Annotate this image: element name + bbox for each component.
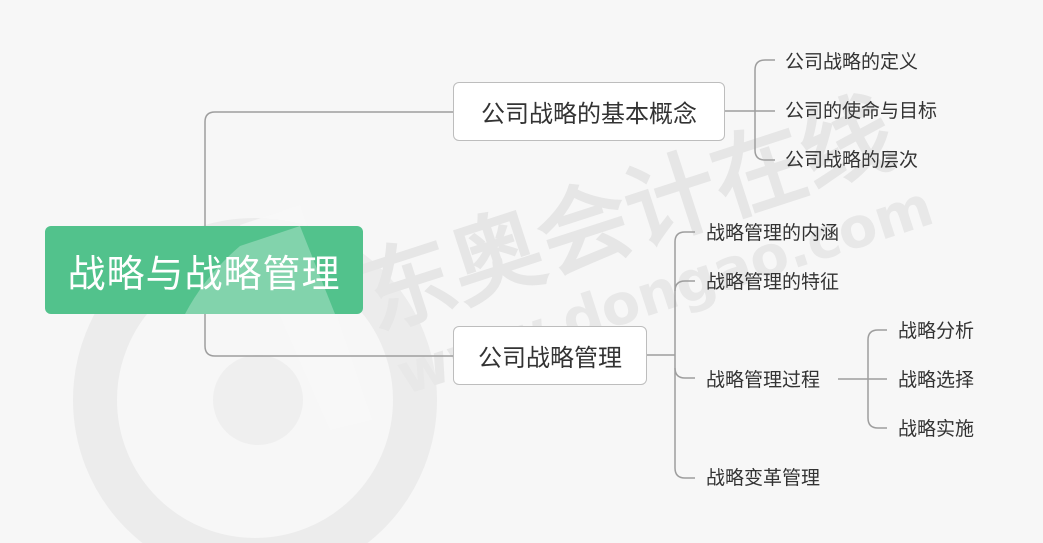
leaf-label: 战略选择 [898,368,975,391]
leaf-label: 战略分析 [898,319,975,342]
branch-node-strategic-management[interactable]: 公司战略管理 [453,326,647,385]
leaf-node[interactable]: 公司的使命与目标 [785,94,937,124]
leaf-label: 公司战略的定义 [785,50,919,73]
leaf-node[interactable]: 战略管理的特征 [706,265,839,295]
root-node-label: 战略与战略管理 [67,251,341,296]
leaf-node[interactable]: 战略变革管理 [706,461,820,491]
leaf-label: 战略管理的内涵 [706,221,840,244]
leaf-node[interactable]: 战略管理的内涵 [706,216,839,246]
leaf-node[interactable]: 公司战略的层次 [785,143,918,173]
branch-label: 公司战略的基本概念 [481,100,697,128]
sub-leaf-node[interactable]: 战略分析 [898,314,974,344]
leaf-label: 战略变革管理 [706,466,821,489]
sub-leaf-node[interactable]: 战略选择 [898,363,974,393]
leaf-node-process[interactable]: 战略管理过程 [706,363,820,393]
leaf-node[interactable]: 公司战略的定义 [785,45,918,75]
branch-label: 公司战略管理 [478,344,622,372]
leaf-label: 公司战略的层次 [785,148,919,171]
connector-root-branch2 [204,314,453,357]
leaf-label: 公司的使命与目标 [785,99,938,122]
leaf-label: 战略管理的特征 [706,270,840,293]
leaf-label: 战略管理过程 [706,368,821,391]
branch-node-basic-concepts[interactable]: 公司战略的基本概念 [453,82,725,141]
connector-root-branch1 [204,111,453,226]
root-node[interactable]: 战略与战略管理 [45,226,363,314]
leaf-label: 战略实施 [898,417,975,440]
sub-leaf-node[interactable]: 战略实施 [898,412,974,442]
